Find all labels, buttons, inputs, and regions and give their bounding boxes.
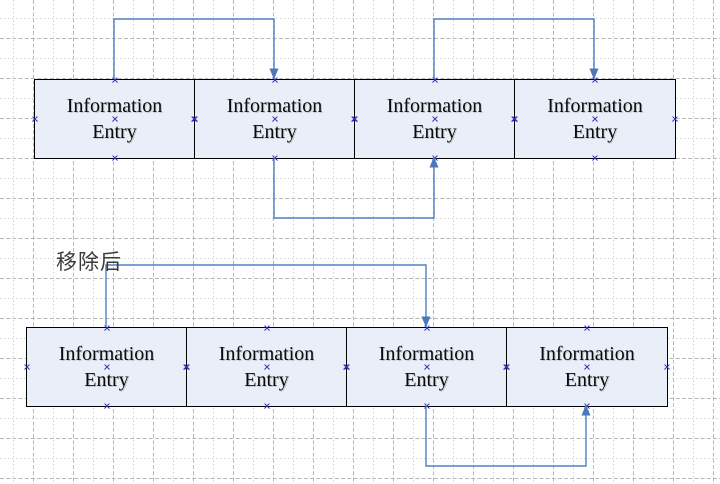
box-label-line: Information xyxy=(58,343,155,365)
box-label-line: Entry xyxy=(564,369,610,391)
info-entry-box[interactable]: Information Entry xyxy=(27,328,187,406)
bottom-link-box3-to-box4-after[interactable] xyxy=(425,404,591,467)
box-label-line: Information xyxy=(539,343,635,365)
info-entry-box[interactable]: Information Entry xyxy=(347,328,507,406)
info-entry-box[interactable]: Information Entry xyxy=(507,328,667,406)
box-label-line: Information xyxy=(66,95,163,117)
list-row-after-removal: Information Entry Information Entry Info… xyxy=(26,327,668,407)
info-entry-box[interactable]: Information Entry xyxy=(35,80,195,158)
box-label-line: Entry xyxy=(244,369,289,391)
after-removal-link-box1-to-box3[interactable] xyxy=(105,264,431,328)
box-label-line: Information xyxy=(226,95,323,117)
box-label-line: Entry xyxy=(412,121,457,143)
box-label-line: Entry xyxy=(252,121,297,143)
info-entry-box[interactable]: Information Entry xyxy=(515,80,675,158)
box-label-line: Information xyxy=(218,343,315,365)
box-label-line: Entry xyxy=(572,121,618,143)
box-label-line: Information xyxy=(547,95,643,117)
box-label-line: Information xyxy=(386,95,483,117)
box-label-line: Entry xyxy=(92,121,137,143)
top-link-box3-to-box4[interactable] xyxy=(433,18,599,80)
info-entry-box[interactable]: Information Entry xyxy=(187,328,347,406)
box-label-line: Entry xyxy=(84,369,129,391)
after-removal-label: 移除后 xyxy=(56,250,122,274)
info-entry-box[interactable]: Information Entry xyxy=(195,80,355,158)
info-entry-box[interactable]: Information Entry xyxy=(355,80,515,158)
bottom-link-box2-to-box3[interactable] xyxy=(273,156,439,219)
box-label-line: Information xyxy=(378,343,475,365)
top-link-box1-to-box2[interactable] xyxy=(113,18,279,80)
box-label-line: Entry xyxy=(404,369,449,391)
list-row-before-removal: Information Entry Information Entry Info… xyxy=(34,79,676,159)
